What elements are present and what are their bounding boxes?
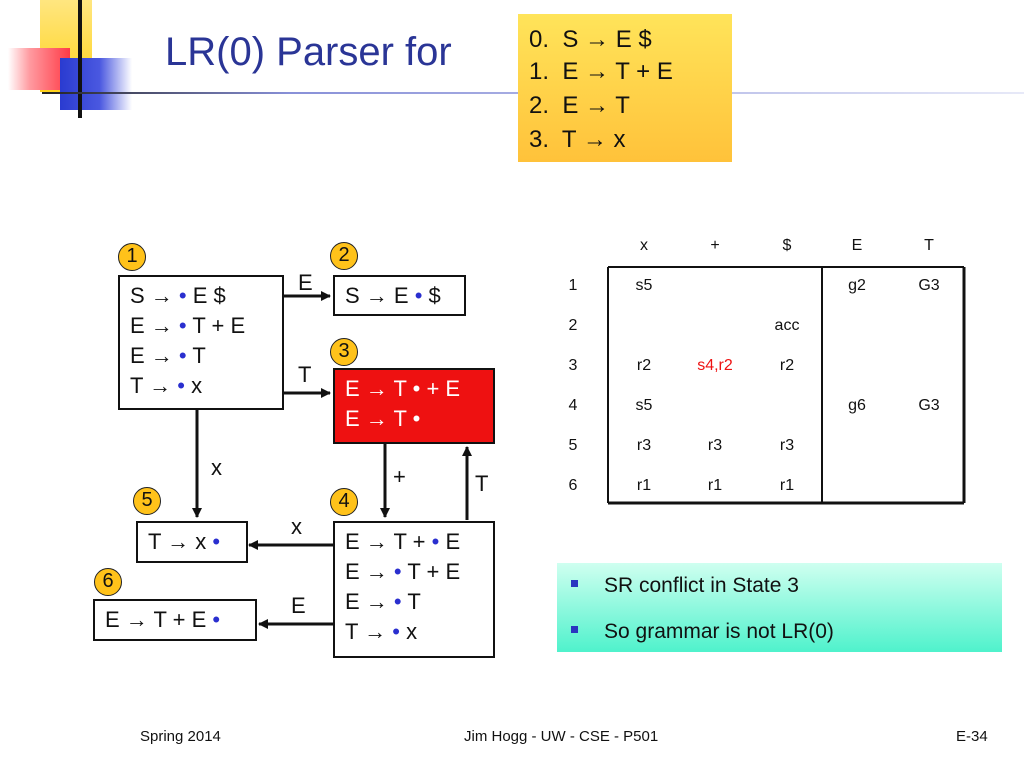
- table-col-header: $: [782, 237, 792, 254]
- table-cell: s4,r2: [697, 357, 733, 374]
- item-dot: •: [178, 343, 187, 368]
- table-cell: r1: [707, 477, 723, 494]
- footer-center: Jim Hogg - UW - CSE - P501: [464, 728, 659, 745]
- table-row-header: 4: [568, 397, 578, 414]
- slide-title: LR(0) Parser for: [165, 30, 452, 74]
- grammar-rule-3: 3. T → x: [529, 126, 626, 153]
- note-item-0: SR conflict in State 3: [571, 574, 799, 598]
- note-text-1: So grammar is not LR(0): [604, 620, 834, 643]
- state-3-item-1: E → T •: [345, 406, 421, 431]
- state-2-item-0: S → E • $: [345, 283, 441, 308]
- title-decoration-red: [8, 48, 70, 90]
- title-decoration-blue: [60, 58, 132, 110]
- state-4-item-0: E → T + • E: [345, 529, 461, 554]
- state-5-box: T → x •: [136, 521, 248, 563]
- table-col-header: x: [640, 237, 648, 254]
- state-6-number: 6: [94, 568, 122, 596]
- table-cell: r1: [779, 477, 795, 494]
- state-1-item-2: E → • T: [130, 343, 206, 368]
- table-cell: r2: [636, 357, 652, 374]
- item-dot: •: [178, 313, 187, 338]
- edge-label-3-4: +: [393, 464, 406, 489]
- footer-right: E-34: [956, 728, 988, 745]
- item-dot: •: [392, 619, 400, 644]
- edge-label-1-3: T: [298, 362, 312, 387]
- grammar-rule-0: 0. S → E $: [529, 26, 652, 53]
- item-dot: •: [212, 529, 221, 554]
- table-cell: G3: [918, 277, 940, 294]
- table-cell: r1: [636, 477, 652, 494]
- state-1-item-1: E → • T + E: [130, 313, 246, 338]
- table-col-header: T: [924, 237, 934, 254]
- edge-label-4-5: x: [291, 514, 302, 539]
- state-2-box: S → E • $: [333, 275, 466, 316]
- table-row-header: 6: [568, 477, 578, 494]
- notes-box: SR conflict in State 3 So grammar is not…: [557, 563, 1002, 652]
- table-row-header: 3: [568, 357, 578, 374]
- state-1-box: S → • E $ E → • T + E E → • T T → • x: [118, 275, 284, 410]
- state-3-number: 3: [330, 338, 358, 366]
- state-5-number: 5: [133, 487, 161, 515]
- grammar-rule-2: 2. E → T: [529, 92, 630, 119]
- state-4-number: 4: [330, 488, 358, 516]
- state-6-box: E → T + E •: [93, 599, 257, 641]
- title-decoration-vline: [78, 0, 82, 118]
- edge-label-4-3: T: [475, 471, 489, 496]
- table-cell: r2: [779, 357, 795, 374]
- item-dot: •: [177, 373, 185, 398]
- item-dot: •: [178, 283, 187, 308]
- state-1-number: 1: [118, 243, 146, 271]
- table-row-header: 5: [568, 437, 578, 454]
- table-col-header: E: [851, 237, 863, 254]
- state-5-item-0: T → x •: [148, 529, 221, 554]
- table-cell: g2: [848, 277, 866, 294]
- edge-label-1-2: E: [298, 270, 313, 295]
- state-4-box: E → T + • E E → • T + E E → • T T → • x: [333, 521, 495, 658]
- bullet-icon: [571, 625, 578, 633]
- item-dot: •: [212, 607, 221, 632]
- item-dot: •: [431, 529, 440, 554]
- item-dot: •: [412, 406, 421, 431]
- state-4-item-1: E → • T + E: [345, 559, 461, 584]
- table-row-header: 2: [568, 317, 578, 334]
- table-cell: acc: [774, 317, 800, 334]
- grammar-box: 0. S → E $ 1. E → T + E 2. E → T 3. T → …: [518, 14, 732, 162]
- table-cell: G3: [918, 397, 940, 414]
- item-dot: •: [393, 559, 402, 584]
- table-col-header: +: [710, 237, 720, 254]
- note-item-1: So grammar is not LR(0): [571, 620, 834, 644]
- edge-label-1-5: x: [211, 455, 222, 480]
- table-cell: r3: [707, 437, 723, 454]
- state-3-item-0: E → T • + E: [345, 376, 461, 401]
- state-1-item-0: S → • E $: [130, 283, 226, 308]
- state-2-number: 2: [330, 242, 358, 270]
- note-text-0: SR conflict in State 3: [604, 574, 799, 597]
- state-4-item-2: E → • T: [345, 589, 421, 614]
- table-cell: r3: [636, 437, 652, 454]
- state-3-box: E → T • + E E → T •: [333, 368, 495, 444]
- item-dot: •: [412, 376, 421, 401]
- grammar-rule-1: 1. E → T + E: [529, 58, 673, 85]
- state-1-item-3: T → • x: [130, 373, 203, 398]
- state-4-item-3: T → • x: [345, 619, 418, 644]
- table-cell: g6: [848, 397, 866, 414]
- state-6-item-0: E → T + E •: [105, 607, 221, 632]
- table-row-header: 1: [568, 277, 578, 294]
- footer-left: Spring 2014: [140, 728, 221, 745]
- item-dot: •: [393, 589, 402, 614]
- edge-label-4-6: E: [291, 593, 306, 618]
- bullet-icon: [571, 579, 578, 587]
- table-cell: s5: [635, 277, 653, 294]
- table-cell: r3: [779, 437, 795, 454]
- table-cell: s5: [635, 397, 653, 414]
- item-dot: •: [414, 283, 423, 308]
